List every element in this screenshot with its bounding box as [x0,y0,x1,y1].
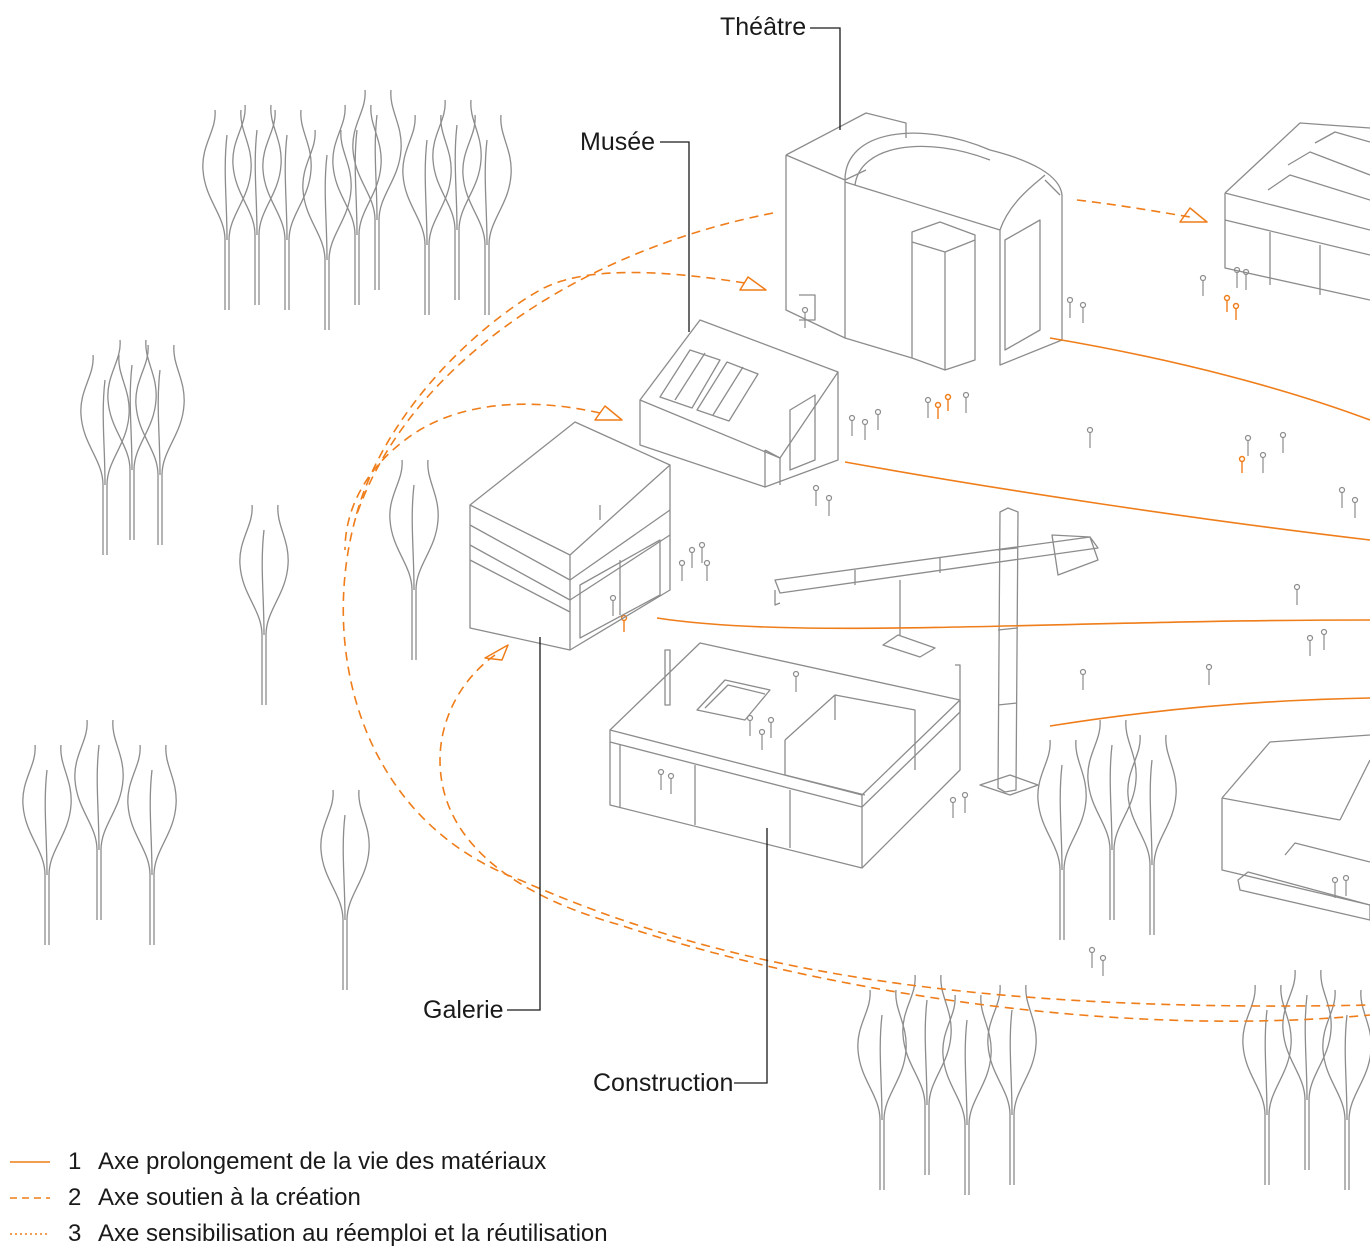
label-theatre: Théâtre [720,13,807,41]
legend-number: 3 [68,1220,82,1247]
construction-building [609,642,961,869]
label-galerie: Galerie [423,996,504,1024]
legend-item-3: 3 Axe sensibilisation au réemploi et la … [10,1219,608,1249]
tree-cluster-bottom-center [857,719,1370,1196]
label-musee: Musée [580,128,656,156]
right-building-bottom [1221,734,1370,921]
leader-lines [507,27,841,1084]
legend-text: Axe sensibilisation au réemploi et la ré… [98,1220,608,1247]
people-pins-orange [620,294,1246,633]
tree-cluster-bottom-left [22,719,370,991]
tree-cluster-top-left [202,89,512,331]
axis-2-dashed-lines [342,199,1370,1022]
arrowheads [484,207,1208,661]
legend-number: 2 [68,1184,82,1211]
galerie-building [469,421,671,651]
right-building-top [1224,122,1370,301]
musee-building [639,319,839,488]
crane [774,507,1099,796]
tree-cluster-mid-left [239,459,439,706]
legend-text: Axe prolongement de la vie des matériaux [98,1148,547,1175]
theatre-building [785,112,1063,371]
axis-1-solid-lines [656,337,1370,727]
label-construction: Construction [593,1069,734,1097]
legend-item-1: 1 Axe prolongement de la vie des matéria… [10,1147,546,1177]
legend-item-2: 2 Axe soutien à la création [10,1183,361,1213]
tree-cluster-left [80,339,185,556]
legend-number: 1 [68,1148,82,1175]
legend-text: Axe soutien à la création [98,1184,361,1211]
